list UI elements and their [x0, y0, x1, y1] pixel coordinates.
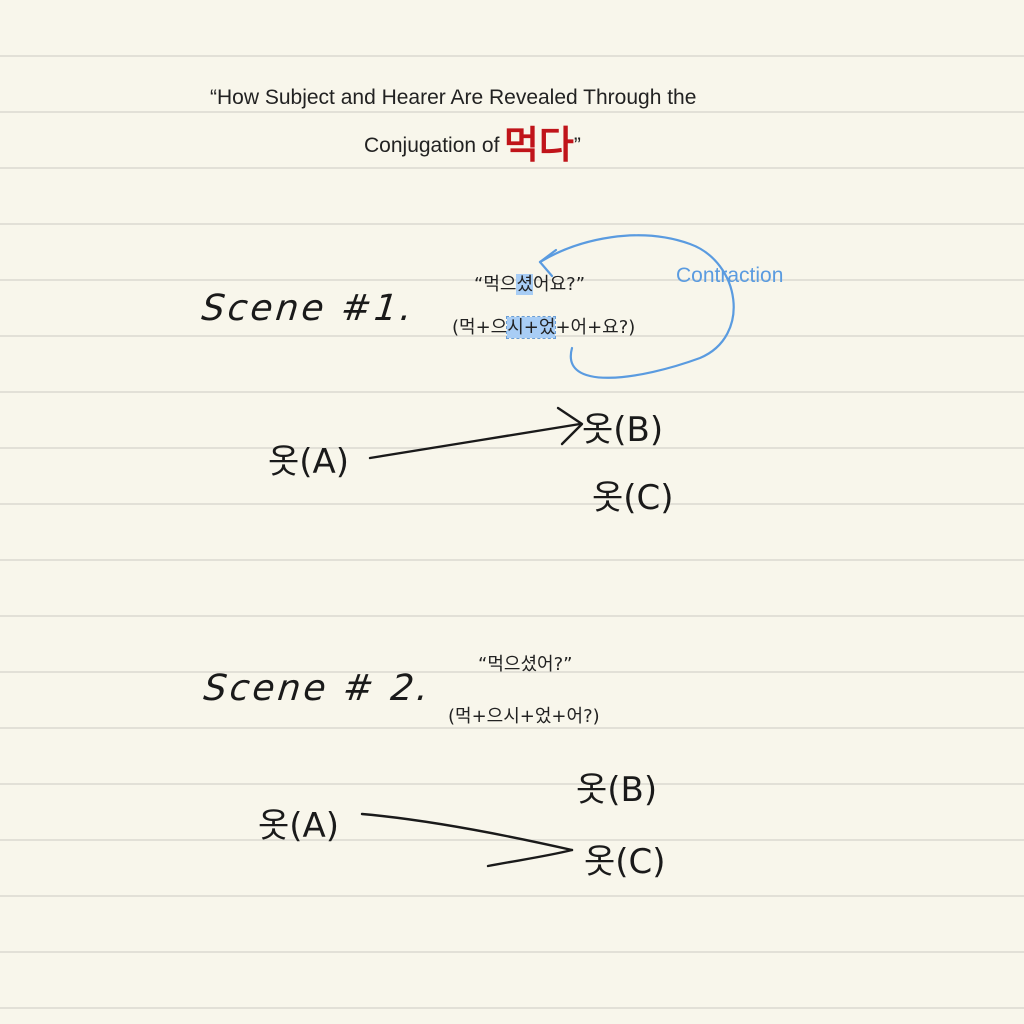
scene-1-sentence: “먹으셨어요?”: [474, 270, 585, 296]
title-suffix: ”: [573, 134, 581, 157]
contraction-annotation: Contraction: [676, 264, 784, 287]
scene-1-breakdown-part2: +어+요?): [555, 317, 636, 338]
scene-1-hearer-b: 옷(B): [582, 410, 664, 450]
page-title-line-1: “How Subject and Hearer Are Revealed Thr…: [210, 86, 697, 109]
page-title-line-2: Conjugation of 먹다”: [364, 114, 581, 169]
scene-2-hearer-b: 옷(B): [576, 770, 658, 810]
scene-1-breakdown-part1: (먹+으: [452, 317, 508, 338]
scene-1-breakdown-highlight: 시+었: [506, 316, 557, 339]
scene-1-hearer-c: 옷(C): [592, 478, 674, 518]
scene-1-breakdown: (먹+으시+었+어+요?): [452, 313, 635, 339]
title-prefix: Conjugation of: [364, 134, 500, 157]
scene-1-speaker-a: 옷(A): [268, 442, 350, 482]
scene-2-label: Scene # 2.: [201, 668, 434, 709]
title-verb-highlight: 먹다: [503, 123, 574, 167]
scene-2-breakdown: (먹+으시+었+어?): [448, 706, 600, 727]
scene-1-sentence-close: 어요?”: [533, 274, 586, 295]
scene-2-hearer-c: 옷(C): [584, 842, 666, 882]
scene-1-sentence-open: “먹으: [474, 274, 517, 295]
scene-1-label: Scene #1.: [199, 288, 417, 329]
scene-1-sentence-highlight: 셨: [516, 274, 534, 295]
scene-2-speaker-a: 옷(A): [258, 806, 340, 846]
scene-2-sentence: “먹으셨어?”: [478, 654, 573, 675]
